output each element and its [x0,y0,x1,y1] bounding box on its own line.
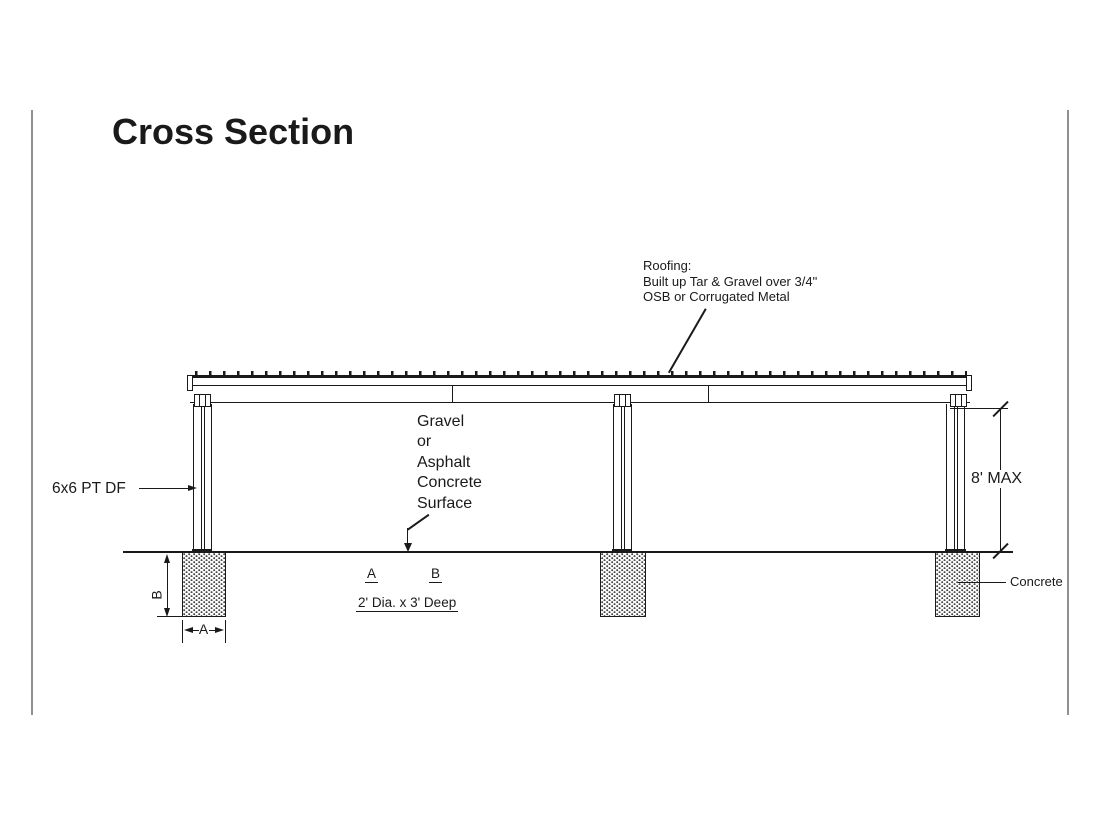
bracket-divider [619,395,621,406]
post-center-line [621,404,623,552]
post-middle [612,404,633,552]
post-base-plate [192,549,213,552]
reference-label-b: B [429,566,443,583]
roofing-leader-line [668,308,707,374]
post-center-line [201,404,203,552]
concrete-label: Concrete [1010,574,1063,589]
footing-right [935,552,980,617]
dim-a-arrow-right [215,627,224,633]
surface-leader-line [407,514,430,531]
ground-line [123,551,1013,553]
post-center-line [957,404,959,552]
concrete-leader-line [958,582,1006,584]
footing-middle [600,552,646,617]
dim-b-line [167,560,169,610]
bracket-divider [199,395,201,406]
dim-b-label: B [148,590,165,600]
post-left [192,404,213,552]
beam-end-cap-left [187,375,193,391]
post-base-plate [612,549,633,552]
dim-b-extension-line [157,615,183,617]
dim-a-arrow-left [183,627,193,633]
reference-label-a: A [365,566,379,583]
roof-top-line [190,375,970,378]
bracket-divider [624,395,626,406]
roofing-note-line: OSB or Corrugated Metal [643,289,790,305]
beam-joint-line [708,386,710,403]
beam-end-cap-right [966,375,972,391]
surface-note-line: Concrete [417,474,482,492]
bracket-divider [960,395,962,406]
post-right [945,404,966,552]
roofing-note-line: Built up Tar & Gravel over 3/4" [643,273,818,289]
dim-a-line [209,630,218,632]
post-bracket-middle [614,394,631,407]
post-center-line [204,404,206,552]
beam-joint-line [452,386,454,403]
dim-a-label: A [198,621,209,637]
beam-bottom-line [190,402,970,404]
roofing-note: Roofing: Built up Tar & Gravel over 3/4"… [643,258,817,305]
roofing-note-line: Roofing: [643,258,692,273]
page-edge-left [31,110,33,715]
roof-deck-bottom-line [190,385,970,387]
dim-a-extension-line [182,620,184,643]
footing-spec: 2' Dia. x 3' Deep [356,595,459,612]
post-center-line [954,404,956,552]
height-dim-extension-line [950,408,1008,410]
surface-note-line: Asphalt [417,453,471,471]
post-leader-line [139,488,190,490]
roof-deck-ticks [195,371,967,376]
bracket-divider [955,395,957,406]
height-dim-label: 8' MAX [969,470,1025,488]
surface-note-line: Surface [417,494,473,512]
dim-a-line [190,630,199,632]
drawing-title: Cross Section [112,111,355,152]
surface-leader-line [407,528,409,544]
dim-b-arrow-up [164,554,170,563]
surface-note-line: or [417,433,432,451]
post-base-plate [945,549,966,552]
footing-left [182,552,226,617]
post-label: 6x6 PT DF [52,480,126,497]
page-edge-right [1067,110,1069,715]
surface-note-line: Gravel [417,413,465,430]
bracket-divider [204,395,206,406]
post-leader-arrowhead [188,485,197,491]
surface-note: Gravel or Asphalt Concrete Surface [417,412,482,514]
surface-leader-arrowhead [404,543,412,552]
post-bracket-right [950,394,967,407]
post-center-line [624,404,626,552]
dim-a-extension-line [224,620,226,643]
post-bracket-left [194,394,211,407]
dim-b-arrow-down [164,608,170,617]
